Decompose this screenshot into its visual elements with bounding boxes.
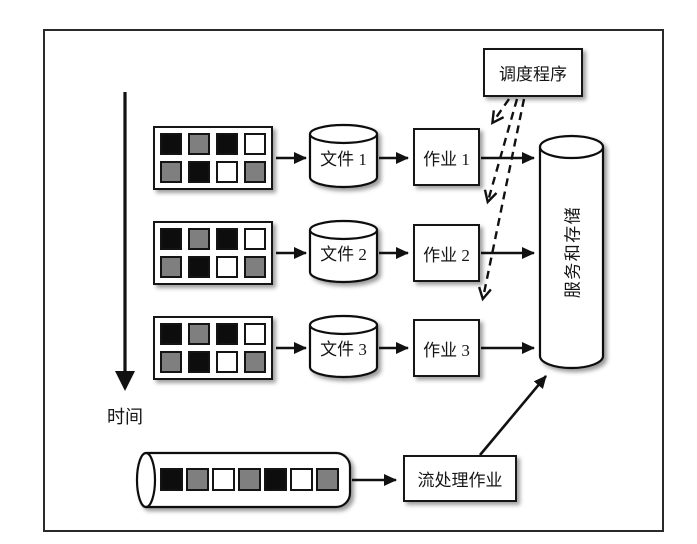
block-gray <box>238 468 261 491</box>
block-gray <box>186 468 209 491</box>
stream-job-box: 流处理作业 <box>403 455 517 502</box>
job-2-label: 作业 2 <box>423 245 470 265</box>
pipe-blocks <box>160 468 339 491</box>
block-gray <box>244 351 266 373</box>
block-white <box>212 468 235 491</box>
data-blocks-grid-3 <box>153 316 273 380</box>
block-gray <box>160 161 182 183</box>
block-black <box>216 228 238 250</box>
data-blocks-grid-2 <box>153 221 273 285</box>
block-black <box>264 468 287 491</box>
file-3-label: 文件 3 <box>320 340 367 359</box>
job-1-label: 作业 1 <box>423 149 470 169</box>
block-gray <box>244 161 266 183</box>
job-1-box: 作业 1 <box>413 128 480 186</box>
scheduler-label: 调度程序 <box>499 65 567 84</box>
file-2-label: 文件 2 <box>320 245 367 264</box>
block-white <box>216 161 238 183</box>
job-3-box: 作业 3 <box>413 319 480 377</box>
file-cylinder-1 <box>308 123 379 189</box>
file-cylinder-2 <box>308 219 379 284</box>
scheduler-box: 调度程序 <box>483 48 583 97</box>
stream-job-label: 流处理作业 <box>417 471 503 490</box>
block-white <box>244 323 266 345</box>
scheduler-dashed-arrows <box>483 98 526 298</box>
file-1-label: 文件 1 <box>320 150 367 169</box>
storage-label: 服务和存储 <box>563 205 583 299</box>
block-gray <box>160 351 182 373</box>
block-black <box>160 468 183 491</box>
data-blocks-grid-1 <box>153 126 273 190</box>
job-3-label: 作业 3 <box>423 340 470 360</box>
block-white <box>244 228 266 250</box>
time-label: 时间 <box>107 407 143 427</box>
storage-cylinder <box>538 134 605 370</box>
file-cylinder-3 <box>308 314 379 379</box>
block-black <box>188 351 210 373</box>
block-white <box>244 133 266 155</box>
block-gray <box>244 256 266 278</box>
job-2-box: 作业 2 <box>413 224 480 282</box>
block-gray <box>160 256 182 278</box>
flow-arrows <box>276 152 547 486</box>
block-black <box>160 228 182 250</box>
block-gray <box>188 228 210 250</box>
block-black <box>216 323 238 345</box>
block-black <box>160 133 182 155</box>
block-gray <box>316 468 339 491</box>
block-gray <box>188 323 210 345</box>
block-black <box>216 133 238 155</box>
block-white <box>216 351 238 373</box>
block-white <box>216 256 238 278</box>
block-black <box>160 323 182 345</box>
block-black <box>188 161 210 183</box>
block-black <box>188 256 210 278</box>
block-gray <box>188 133 210 155</box>
block-white <box>290 468 313 491</box>
